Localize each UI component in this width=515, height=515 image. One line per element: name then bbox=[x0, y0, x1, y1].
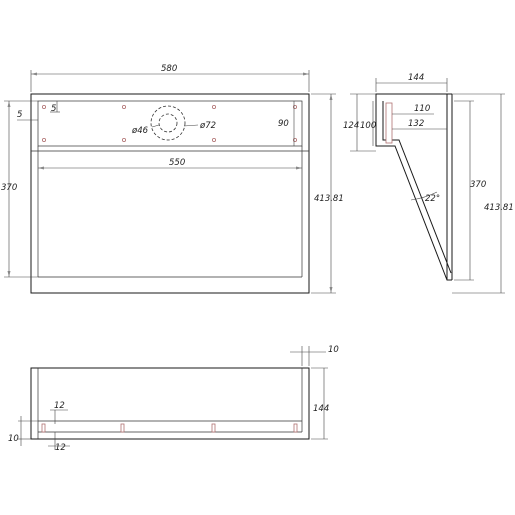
front-top-panel bbox=[37, 100, 303, 147]
mounting-hole bbox=[211, 105, 216, 110]
offset-top-label: 5 bbox=[51, 104, 56, 114]
inner-dia-label: ø46 bbox=[131, 126, 149, 136]
arrow-head bbox=[31, 72, 37, 76]
bottom-outer-outline bbox=[30, 367, 310, 440]
arrow-head bbox=[329, 94, 333, 100]
side-height-413-label: 413.81 bbox=[484, 203, 514, 213]
front-view: ø46 ø72 580 550 90 370 413.81 5 bbox=[1, 64, 344, 294]
side-view: 144 110 132 124 100 22° 370 413.81 bbox=[343, 73, 514, 294]
bottom-slot bbox=[293, 423, 298, 433]
depth-label: 144 bbox=[408, 73, 424, 83]
outer-dia-label: ø72 bbox=[199, 121, 216, 131]
width-label: 580 bbox=[161, 64, 177, 74]
bottom-slot bbox=[41, 423, 46, 433]
angle-arc bbox=[410, 191, 438, 201]
mounting-hole bbox=[292, 137, 297, 142]
dim-124-label: 124 bbox=[343, 121, 359, 131]
bottom-slot bbox=[211, 423, 216, 433]
inner-cable-hole bbox=[158, 113, 178, 133]
bottom-view: 10 144 12 12 10 bbox=[8, 345, 339, 453]
outer-cable-hole bbox=[150, 105, 186, 141]
dim-100-label: 100 bbox=[360, 121, 376, 131]
arrow-head bbox=[303, 72, 309, 76]
left-height-label: 370 bbox=[1, 183, 17, 193]
bottom-slot bbox=[120, 423, 125, 433]
bottom-depth-label: 144 bbox=[313, 404, 329, 414]
arrow-head bbox=[329, 287, 333, 293]
dim-110-label: 110 bbox=[414, 104, 430, 114]
side-bracket bbox=[385, 102, 393, 144]
arrow-head bbox=[38, 166, 44, 170]
front-outer-outline bbox=[30, 93, 310, 294]
mounting-hole bbox=[42, 105, 47, 110]
offset-left-label: 5 bbox=[17, 110, 22, 120]
dim-132-label: 132 bbox=[408, 119, 424, 129]
dim-10-left-label: 10 bbox=[8, 434, 19, 444]
mounting-hole bbox=[42, 137, 47, 142]
panel-height-label: 90 bbox=[278, 119, 289, 129]
outer-dia-leader bbox=[183, 124, 199, 127]
dim-12-bottom-label: 12 bbox=[55, 443, 66, 453]
dim-10-top-label: 10 bbox=[328, 345, 339, 355]
mounting-hole bbox=[211, 137, 216, 142]
dim-12-top-label: 12 bbox=[54, 401, 65, 411]
side-height-370-label: 370 bbox=[470, 180, 486, 190]
inner-dia-leader bbox=[151, 124, 160, 128]
mounting-hole bbox=[122, 105, 127, 110]
arrow-head bbox=[296, 166, 302, 170]
mounting-hole bbox=[122, 137, 127, 142]
arrow-head bbox=[7, 101, 11, 107]
right-height-label: 413.81 bbox=[314, 194, 344, 204]
arrow-head bbox=[7, 271, 11, 277]
angle-label: 22° bbox=[425, 194, 440, 204]
side-profile bbox=[375, 93, 452, 281]
mounting-hole bbox=[292, 105, 297, 110]
inner-width-label: 550 bbox=[169, 158, 185, 168]
